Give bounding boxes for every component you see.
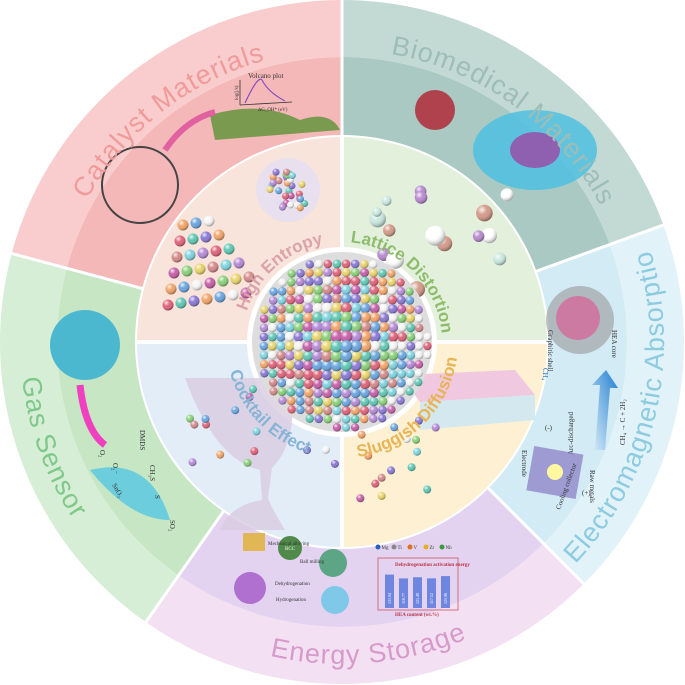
ch4-label: CH₄ — [541, 368, 549, 381]
sector-divider — [144, 509, 226, 624]
bar-value: 121.49 — [415, 593, 420, 604]
ch3s-label: CH₃S — [148, 465, 156, 481]
legend-swatch — [375, 544, 381, 550]
sector-divider — [534, 223, 665, 274]
cocktail-glass — [185, 378, 293, 530]
sector-catalyst-outer — [11, 0, 342, 269]
hea-content-label: HEA content (wt.%) — [395, 613, 439, 618]
sector-energy-inner — [178, 488, 544, 627]
raw-metals-label: Raw metals — [588, 470, 596, 503]
bcc-label: BCC — [285, 547, 296, 552]
activation-energy-bar — [427, 578, 436, 608]
center-hea-sphere — [252, 252, 432, 432]
volcano-x-axis: ΔG_OH* (eV) — [258, 108, 288, 113]
legend-swatch — [407, 544, 413, 550]
sector-gas-outer — [0, 253, 179, 623]
legend-label: Zr — [430, 546, 435, 551]
sector-energy-outer — [145, 543, 584, 684]
volcano-y-axis: log(j/s) — [235, 85, 240, 100]
so2-label: SO₂ — [168, 520, 176, 532]
sector-electromagnetic-outer — [543, 225, 684, 584]
biomedical-particle — [415, 90, 455, 130]
sector-divider — [485, 485, 586, 586]
electromagnetic-inset: Graphitic shell HEA core CH₄ Arc-dischar… — [520, 286, 627, 511]
o2-label: O₂ — [98, 450, 106, 458]
legend-label: Nb — [446, 546, 453, 551]
o2-ion-label: O₂⁻ — [111, 463, 119, 474]
legend-swatch — [439, 544, 445, 550]
sector-divider — [10, 251, 145, 291]
electrode-label: Electrode — [520, 450, 528, 477]
plus-label: (+) — [582, 489, 591, 497]
activation-energy-bar — [399, 578, 408, 608]
legend-label: V — [414, 546, 418, 551]
dehydrogenation-label: Dehydrogenation — [275, 582, 310, 587]
element-legend: Mg Ti V Zr Nb — [375, 544, 453, 551]
volcano-plot: Volcano plot ΔG_OH* (eV) log(j/s) — [235, 72, 293, 113]
gas-sensor-sphere — [50, 310, 120, 380]
reaction-label: CH₄ → C + 2H₂ — [619, 399, 627, 445]
graphitic-shell-label: Graphitic shell — [546, 330, 554, 371]
sector-biomedical-inner — [342, 57, 610, 272]
lattice-block — [400, 370, 535, 402]
activation-energy-title: Dehydrogenation activation energy — [395, 563, 470, 568]
hea-core-label: HEA core — [610, 330, 618, 358]
inset-annotations: Volcano plot ΔG_OH* (eV) log(j/s) O₂ O₂⁻… — [76, 72, 627, 618]
s-label: S — [153, 495, 161, 499]
gas-sensor-mechanism: O₂ O₂⁻ DMDS CH₃S SnO₂ S SO₂ — [76, 384, 176, 532]
mechanical-alloying-label: Mechanical alloying — [268, 542, 309, 547]
catalyst-arrow — [162, 109, 216, 152]
illustrations — [50, 90, 597, 530]
activation-energy-bar — [385, 574, 394, 608]
catalyst-surface — [210, 108, 340, 140]
legend-swatch — [423, 544, 429, 550]
arc-discharged-label: Arc-discharged — [567, 411, 575, 455]
bar-value: 131.94 — [387, 593, 392, 604]
hydrogenation-label: Hydrogenation — [276, 598, 306, 603]
bar-value: 125.96 — [443, 593, 448, 604]
minus-label: (-) — [545, 424, 553, 432]
ball-milling-label: Ball milling — [300, 560, 325, 565]
energy-storage-inset: Mechanical alloying Ball milling BCC Deh… — [234, 533, 470, 618]
bar-value: 117.12 — [429, 593, 434, 604]
legend-label: Ti — [398, 546, 403, 551]
legend-swatch — [391, 544, 397, 550]
catalyst-particle — [101, 146, 179, 224]
activation-energy-bar — [441, 576, 450, 608]
activation-energy-bars: 131.94 116.77 121.49 117.12 125.96 — [385, 574, 450, 608]
dmds-label: DMDS — [138, 430, 146, 450]
legend-label: Mg — [382, 546, 389, 551]
bar-value: 116.77 — [401, 593, 406, 604]
volcano-plot-title: Volcano plot — [248, 72, 284, 80]
sector-biomedical-outer — [342, 0, 664, 245]
activation-energy-bar — [413, 577, 422, 608]
